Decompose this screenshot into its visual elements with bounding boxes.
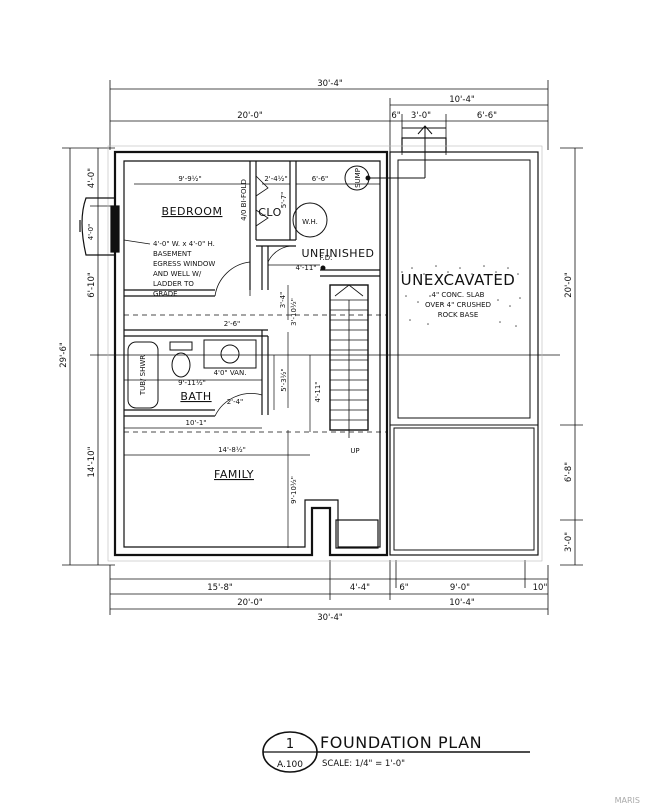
dim-family-v: 9'-10½" [290,476,298,504]
dim-bottom-b: 4'-4" [350,583,370,593]
floor-drain-label: F.D. [320,254,333,262]
dim-family-a: 10'-1" [185,419,206,427]
dim-top-left: 20'-0" [237,111,263,121]
dim-bottom-e: 10" [533,583,548,593]
dim-top-right: 10'-4" [449,95,475,105]
egress-note-line: AND WELL W/ [153,270,202,278]
egress-note-line: GRADE [153,290,178,298]
dim-bath-width: 9'-11½" [178,379,206,387]
unexcavated-note: ROCK BASE [438,311,479,319]
egress-note-line: EGRESS WINDOW [153,260,215,268]
stair-treads [330,284,368,438]
room-bedroom: BEDROOM [162,205,223,218]
dim-top-sub-c: 6'-6" [477,111,497,121]
interior-dim-lines [124,183,380,548]
stair-up-label: UP [350,447,359,455]
dim-left-bottom: 14'-10" [87,446,97,477]
egress-note-line: BASEMENT [153,250,192,258]
room-family: FAMILY [214,468,254,481]
egress-note: 4'-0" W. x 4'-0" H. BASEMENT EGRESS WIND… [123,239,215,298]
dim-clo-depth: 5'-7" [280,192,288,209]
dim-hall-a: 3'-4" [279,292,287,309]
dim-door-a: 2'-6" [224,320,241,328]
tub-label: TUB/ SHWR [139,355,147,396]
dim-right-lower: 6'-8" [564,462,574,482]
unexcavated-stipple [401,265,521,327]
dim-clo-width: 2'-4½" [264,175,287,183]
egress-window [79,197,120,256]
dim-unf-width: 6'-6" [312,175,329,183]
dim-bottom-mid-right: 10'-4" [449,598,475,608]
unexcavated-title: UNEXCAVATED [401,271,516,289]
dim-unf-stair: 4'-11" [295,264,316,272]
bifold-note: 4/0 BI-FOLD [240,179,248,221]
dashed-lines [124,314,387,433]
egress-note-line: 4'-0" W. x 4'-0" H. [153,240,215,248]
vanity-label: 4'0" VAN. [214,369,247,377]
dim-top-sub-a: 6" [391,111,400,121]
sump-label: SUMP [354,168,362,188]
dim-bottom-mid-left: 20'-0" [237,598,263,608]
dim-stair-width: 4'-11" [314,381,322,402]
watermark: MARIS [615,796,640,805]
dim-bottom-a: 15'-8" [207,583,233,593]
dim-bottom-c: 6" [399,583,408,593]
dim-left-mid: 6'-10" [87,272,97,298]
sheet-number: A.100 [277,760,303,770]
window-dim: 4'-0" [87,224,95,241]
unexcavated-note: 4" CONC. SLAB [432,291,485,299]
water-heater-label: W.H. [302,218,318,226]
bath-fixtures [127,339,257,409]
unexcavated-note: OVER 4" CRUSHED [425,301,491,309]
dim-family-b: 14'-8½" [218,446,246,454]
dim-right-overall: 20'-0" [564,272,574,298]
egress-note-line: LADDER TO [153,280,194,288]
room-unfinished: UNFINISHED [302,247,375,260]
dim-bottom-d: 9'-0" [450,583,470,593]
exterior-walls [107,137,543,562]
room-closet: CLO [258,206,282,219]
dim-top-sub-b: 3'-0" [411,111,431,121]
room-bath: BATH [180,390,211,403]
drawing-title: FOUNDATION PLAN [320,733,482,752]
detail-number: 1 [286,737,294,752]
title-block: 1 A.100 FOUNDATION PLAN SCALE: 1/4" = 1'… [262,731,530,773]
utility-symbols [292,125,446,271]
dim-bed-width: 9'-9½" [178,175,201,183]
drawing-scale: SCALE: 1/4" = 1'-0" [322,759,405,769]
dim-left-overall: 29'-6" [59,342,69,368]
dim-top-overall: 30'-4" [317,79,343,89]
dim-left-top: 4'-0" [87,168,97,188]
door-swings [214,175,297,417]
dim-bath-door: 2'-4" [227,398,244,406]
dim-right-bottom: 3'-0" [564,532,574,552]
dim-vanity-v: 5'-3½" [280,368,288,391]
dim-bottom-overall: 30'-4" [317,613,343,623]
dim-hall-b: 3'-10½" [290,298,298,326]
